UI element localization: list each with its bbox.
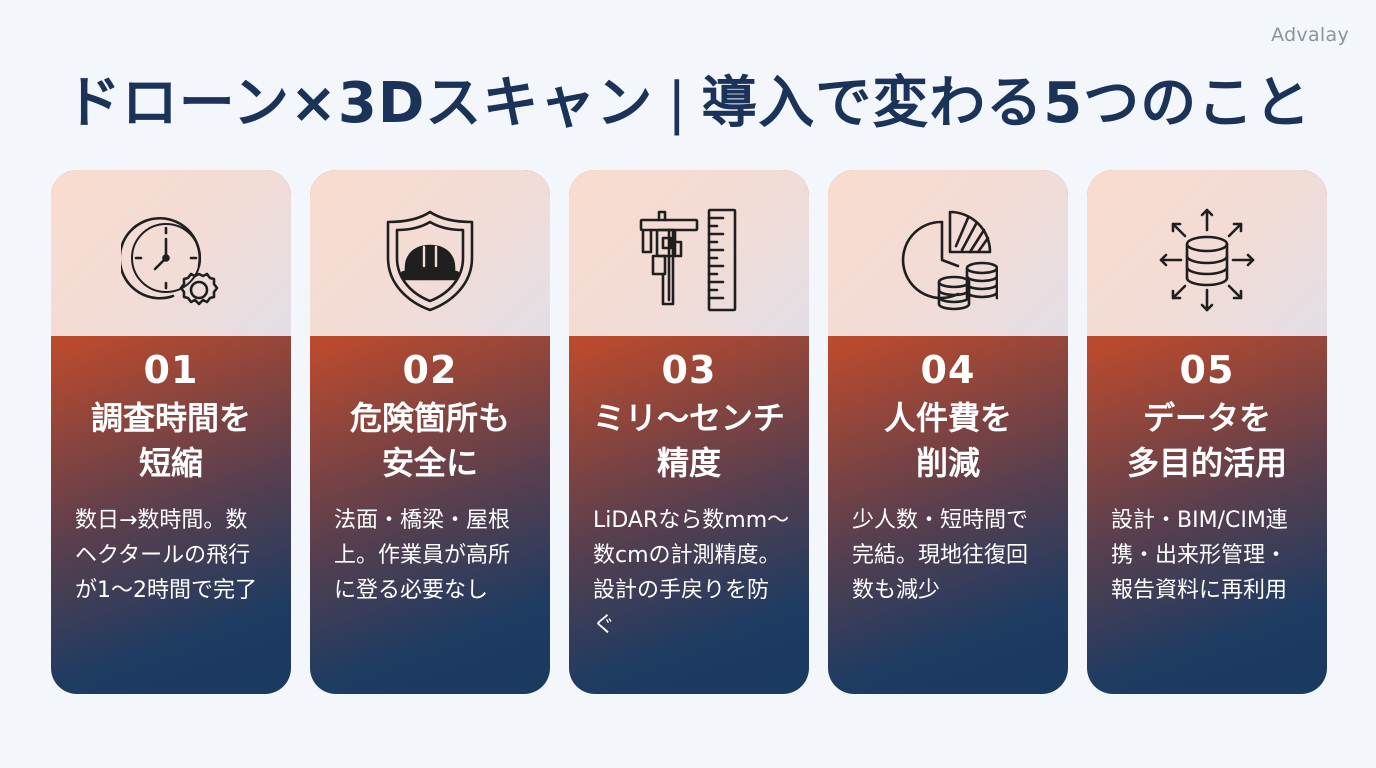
card-heading-line: 短縮 — [138, 444, 203, 482]
benefit-card-03: 03 ミリ〜センチ 精度 LiDARなら数mm〜 数cmの計測精度。 設計の手戻… — [569, 170, 809, 694]
card-description-line: 上。作業員が高所 — [334, 543, 511, 568]
page-title: ドローン×3Dスキャン|導入で変わる5つのこと — [0, 58, 1376, 139]
card-heading: データを 多目的活用 — [1087, 396, 1327, 486]
benefit-card-01: 01 調査時間を 短縮 数日→数時間。数 ヘクタールの飛行 が1〜2時間で完了 — [51, 170, 291, 694]
card-description: 少人数・短時間で 完結。現地往復回 数も減少 — [852, 503, 1052, 608]
card-heading-line: 精度 — [656, 444, 721, 482]
card-description-line: 数cmの計測精度。 — [593, 543, 781, 568]
title-left: ドローン×3Dスキャン — [64, 71, 654, 136]
card-number: 02 — [402, 348, 458, 392]
benefit-card-05: 05 データを 多目的活用 設計・BIM/CIM連 携・出来形管理・ 報告資料に… — [1087, 170, 1327, 694]
card-description-line: 設計・BIM/CIM連 — [1111, 508, 1288, 533]
card-description: 設計・BIM/CIM連 携・出来形管理・ 報告資料に再利用 — [1111, 503, 1311, 608]
caliper-ruler-icon — [639, 206, 739, 314]
card-number: 03 — [661, 348, 717, 392]
title-separator: | — [667, 71, 688, 136]
card-description-line: 法面・橋梁・屋根 — [334, 508, 511, 533]
card-heading: ミリ〜センチ 精度 — [569, 396, 809, 486]
card-number: 05 — [1179, 348, 1235, 392]
card-number: 04 — [920, 348, 976, 392]
brand-logo-text: Advalay — [1271, 24, 1349, 46]
card-icon-area — [569, 170, 809, 336]
benefit-card-04: 04 人件費を 削減 少人数・短時間で 完結。現地往復回 数も減少 — [828, 170, 1068, 694]
shield-helmet-icon — [380, 206, 480, 314]
card-description-line: LiDARなら数mm〜 — [593, 508, 790, 533]
benefit-card-02: 02 危険箇所も 安全に 法面・橋梁・屋根 上。作業員が高所 に登る必要なし — [310, 170, 550, 694]
card-heading: 調査時間を 短縮 — [51, 396, 291, 486]
card-description-line: 少人数・短時間で — [852, 508, 1029, 533]
card-heading: 危険箇所も 安全に — [310, 396, 550, 486]
database-arrows-icon — [1157, 206, 1257, 314]
card-description-line: 数も減少 — [852, 578, 941, 603]
card-icon-area — [51, 170, 291, 336]
card-description-line: 数日→数時間。数 — [75, 508, 248, 533]
title-right: 導入で変わる5つのこと — [701, 71, 1312, 136]
clock-gear-icon — [118, 206, 221, 314]
benefit-cards: 01 調査時間を 短縮 数日→数時間。数 ヘクタールの飛行 が1〜2時間で完了 — [51, 170, 1327, 694]
card-description-line: 設計の手戻りを防 — [593, 578, 770, 603]
card-description-line: 完結。現地往復回 — [852, 543, 1029, 568]
card-number: 01 — [143, 348, 199, 392]
pie-chart-coins-icon — [898, 206, 999, 314]
card-heading-line: 危険箇所も — [349, 399, 510, 437]
card-heading-line: 調査時間を — [90, 399, 251, 437]
card-description: 法面・橋梁・屋根 上。作業員が高所 に登る必要なし — [334, 503, 534, 608]
card-heading-line: データを — [1142, 399, 1271, 437]
card-heading-line: ミリ〜センチ — [592, 399, 785, 437]
card-heading-line: 安全に — [381, 444, 478, 482]
card-heading: 人件費を 削減 — [828, 396, 1068, 486]
card-heading-line: 削減 — [915, 444, 980, 482]
card-description: LiDARなら数mm〜 数cmの計測精度。 設計の手戻りを防 ぐ — [593, 503, 793, 643]
card-heading-line: 多目的活用 — [1126, 444, 1287, 482]
card-description-line: ヘクタールの飛行 — [75, 543, 251, 568]
card-description-line: が1〜2時間で完了 — [75, 578, 257, 603]
card-description-line: 携・出来形管理・ — [1111, 543, 1288, 568]
card-description-line: に登る必要なし — [334, 578, 489, 603]
card-heading-line: 人件費を — [883, 399, 1012, 437]
card-description-line: 報告資料に再利用 — [1111, 578, 1288, 603]
card-description-line: ぐ — [593, 613, 616, 638]
card-description: 数日→数時間。数 ヘクタールの飛行 が1〜2時間で完了 — [75, 503, 275, 608]
